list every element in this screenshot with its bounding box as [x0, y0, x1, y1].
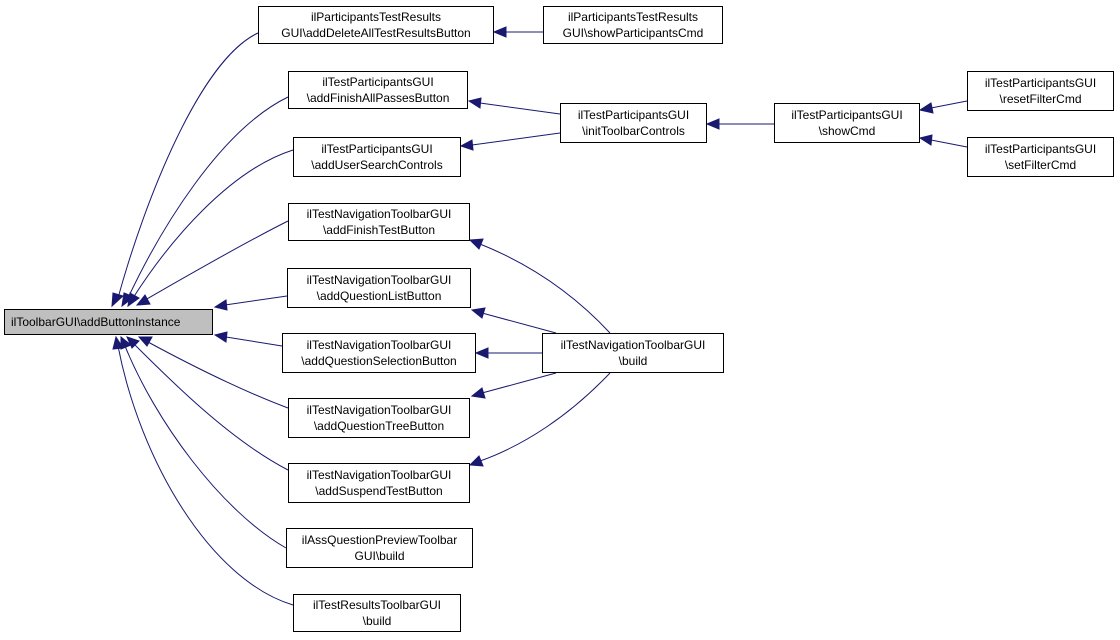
- node-delete-all-test-results-button[interactable]: ilParticipantsTestResults GUI\addDeleteA…: [258, 6, 494, 44]
- node-label-line2: GUI\showParticipantsCmd: [562, 26, 704, 40]
- node-set-filter-cmd[interactable]: ilTestParticipantsGUI \setFilterCmd: [967, 137, 1114, 177]
- node-label-line1: ilTestParticipantsGUI: [791, 108, 903, 122]
- node-label-line2: \addQuestionTreeButton: [313, 419, 445, 433]
- node-reset-filter-cmd[interactable]: ilTestParticipantsGUI \resetFilterCmd: [967, 71, 1114, 111]
- node-preview-toolbar-build[interactable]: ilAssQuestionPreviewToolbar GUI\build: [286, 528, 473, 568]
- edge-finish-test-to-root: [135, 220, 289, 306]
- node-label-line1: ilParticipantsTestResults: [310, 10, 442, 24]
- edge-user-search-to-root: [127, 149, 294, 308]
- node-root[interactable]: ilToolbarGUI\addButtonInstance: [4, 309, 213, 335]
- edge-reset-filter-to-show-cmd: [918, 100, 968, 114]
- edge-question-tree-to-root: [137, 336, 289, 409]
- edge-nav-build-to-suspend-test: [468, 372, 611, 467]
- edge-question-list-to-root: [213, 295, 288, 311]
- node-nav-build[interactable]: ilTestNavigationToolbarGUI \build: [542, 333, 724, 373]
- node-results-toolbar-build[interactable]: ilTestResultsToolbarGUI \build: [293, 594, 461, 632]
- edge-show-cmd-to-init-toolbar: [705, 118, 774, 130]
- node-root-line1: ilToolbarGUI\addButtonInstance: [11, 315, 181, 329]
- edge-set-filter-to-show-cmd: [918, 134, 968, 148]
- node-label-line1: ilTestParticipantsGUI: [321, 142, 433, 156]
- edge-finish-all-to-root: [121, 96, 289, 308]
- node-label-line1: ilTestNavigationToolbarGUI: [306, 403, 452, 417]
- node-label-line1: ilTestResultsToolbarGUI: [312, 598, 442, 612]
- node-init-toolbar-controls[interactable]: ilTestParticipantsGUI \initToolbarContro…: [560, 103, 707, 143]
- node-label-line1: ilTestParticipantsGUI: [322, 75, 434, 89]
- edge-question-selection-to-root: [213, 331, 283, 347]
- node-label-line2: \addQuestionSelectionButton: [301, 354, 457, 368]
- node-show-participants-cmd[interactable]: ilParticipantsTestResults GUI\showPartic…: [543, 6, 723, 44]
- node-label-line1: ilTestParticipantsGUI: [577, 108, 690, 122]
- node-label-line1: ilTestNavigationToolbarGUI: [306, 338, 452, 352]
- node-label-line2: \initToolbarControls: [582, 124, 685, 138]
- edge-nav-build-to-question-selection: [474, 347, 542, 359]
- node-label-line2: \addUserSearchControls: [311, 158, 443, 172]
- node-label-line2: \showCmd: [818, 124, 876, 138]
- node-label-line1: ilAssQuestionPreviewToolbar: [301, 533, 458, 547]
- edge-delete-all-to-root: [111, 32, 259, 308]
- node-add-finish-test-button[interactable]: ilTestNavigationToolbarGUI \addFinishTes…: [288, 203, 470, 241]
- node-label-line2: GUI\addDeleteAllTestResultsButton: [281, 26, 471, 40]
- node-label-line1: ilTestNavigationToolbarGUI: [560, 338, 706, 352]
- edge-show-participants-to-delete-all: [492, 26, 543, 38]
- node-show-cmd[interactable]: ilTestParticipantsGUI \showCmd: [774, 103, 920, 143]
- node-add-suspend-test-button[interactable]: ilTestNavigationToolbarGUI \addSuspendTe…: [288, 463, 470, 503]
- node-label-line2: \build: [362, 614, 392, 628]
- node-label-line2: \setFilterCmd: [1004, 158, 1077, 172]
- edge-nav-build-to-finish-test: [468, 238, 611, 334]
- node-add-question-tree-button[interactable]: ilTestNavigationToolbarGUI \addQuestionT…: [288, 398, 470, 438]
- node-label-line2: \addFinishAllPassesButton: [306, 91, 450, 105]
- node-label-line1: ilTestParticipantsGUI: [984, 142, 1097, 156]
- node-label-line2: \build: [618, 354, 648, 368]
- node-label-line2: \addQuestionListButton: [316, 289, 442, 303]
- node-add-question-selection-button[interactable]: ilTestNavigationToolbarGUI \addQuestionS…: [282, 333, 476, 373]
- node-label-line1: ilTestParticipantsGUI: [984, 76, 1097, 90]
- edge-init-toolbar-to-finish-all: [467, 97, 561, 115]
- node-label-line2: GUI\build: [354, 549, 405, 563]
- edge-nav-build-to-question-tree: [470, 372, 557, 399]
- node-label-line1: ilTestNavigationToolbarGUI: [306, 468, 452, 482]
- node-label-line1: ilTestNavigationToolbarGUI: [306, 273, 452, 287]
- node-label-line2: \resetFilterCmd: [999, 92, 1082, 106]
- edge-nav-build-to-question-list: [470, 307, 557, 334]
- node-label-line1: ilTestNavigationToolbarGUI: [306, 207, 452, 221]
- node-add-question-list-button[interactable]: ilTestNavigationToolbarGUI \addQuestionL…: [287, 268, 471, 308]
- node-label-line1: ilParticipantsTestResults: [567, 10, 699, 24]
- node-label-line2: \addSuspendTestButton: [315, 484, 443, 498]
- node-add-finish-all-passes-button[interactable]: ilTestParticipantsGUI \addFinishAllPasse…: [288, 71, 468, 109]
- edge-suspend-test-to-root: [126, 336, 289, 471]
- edge-results-build-to-root: [112, 335, 294, 606]
- node-add-user-search-controls[interactable]: ilTestParticipantsGUI \addUserSearchCont…: [293, 137, 461, 177]
- edge-init-toolbar-to-user-search: [459, 132, 561, 151]
- node-label-line2: \addFinishTestButton: [322, 223, 436, 237]
- edge-preview-build-to-root: [120, 335, 287, 549]
